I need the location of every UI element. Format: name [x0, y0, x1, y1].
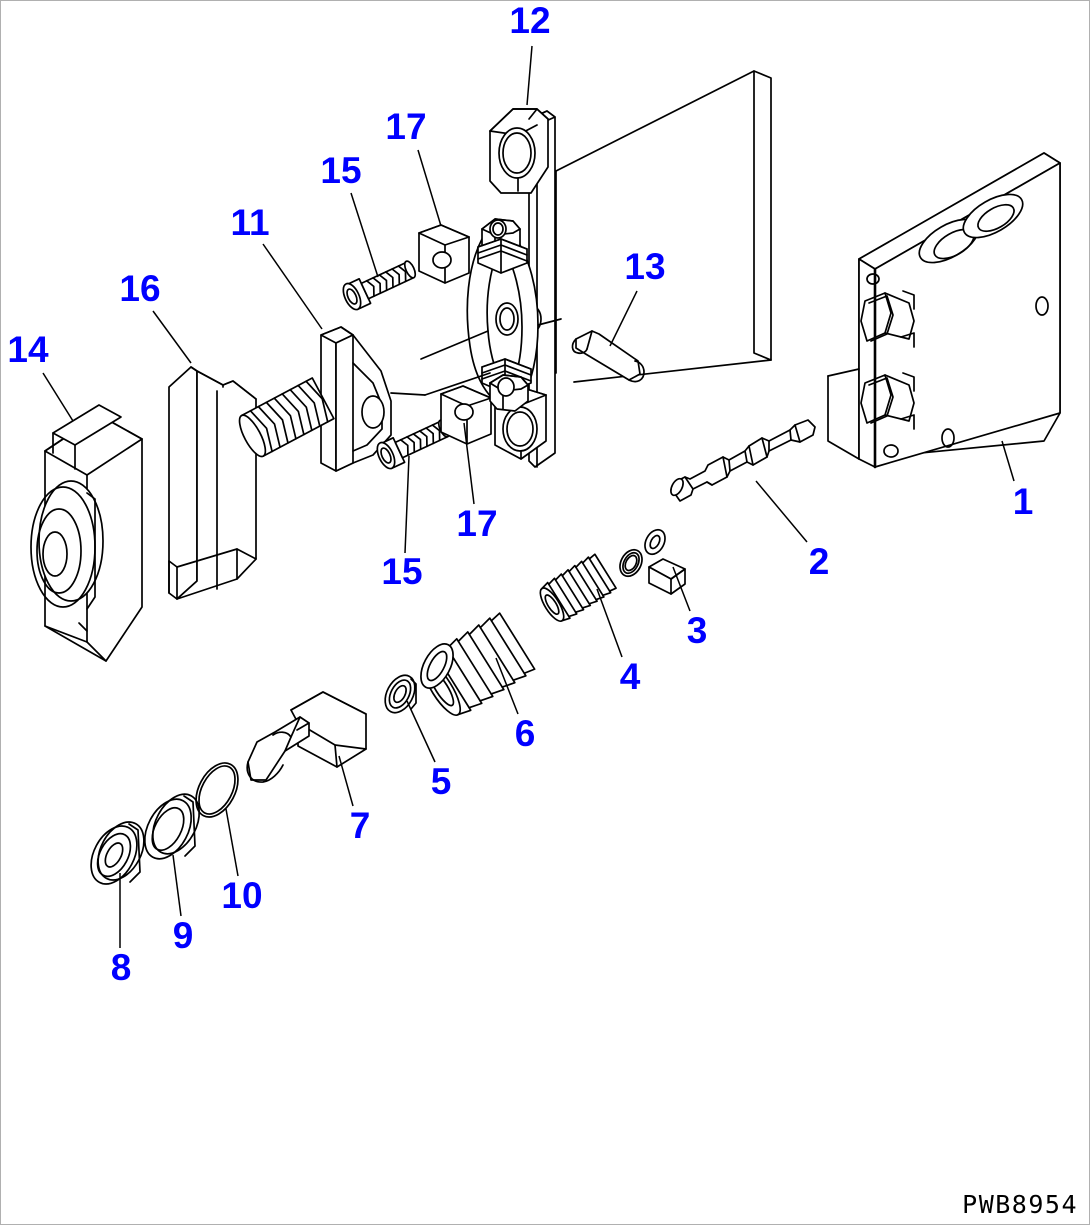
- callout-14: 14: [7, 329, 49, 370]
- part-spool-rod: [670, 419, 816, 502]
- part-clamp-yoke: [390, 218, 562, 412]
- callout-15-lower: 15: [381, 551, 422, 592]
- callout-16: 16: [119, 268, 160, 309]
- callout-11: 11: [230, 202, 269, 243]
- callout-7: 7: [350, 805, 371, 846]
- mount-panel-outline: [555, 70, 860, 460]
- callout-17-lower: 17: [456, 503, 497, 544]
- callout-4: 4: [620, 656, 641, 697]
- callout-5: 5: [431, 761, 452, 802]
- callout-numbers: 1 2 3 4 5 6 7 8 9 10 11 12 13 14 15 15 1…: [7, 1, 1033, 988]
- part-small-spring: [539, 553, 617, 622]
- part-washer-upper: [420, 643, 454, 689]
- part-valve-block: [858, 152, 1061, 469]
- callout-12: 12: [509, 1, 550, 41]
- callout-10: 10: [221, 875, 262, 916]
- callout-3: 3: [687, 610, 708, 651]
- part-plate-17-upper: [418, 224, 470, 284]
- part-screw-15-lower: [376, 419, 451, 470]
- part-pin-13: [571, 330, 645, 383]
- part-bracket-11: [238, 326, 392, 472]
- callout-8: 8: [111, 947, 132, 988]
- part-ring-9: [143, 793, 201, 860]
- drawing-part-number: PWB8954: [962, 1190, 1078, 1219]
- part-plate-17-lower: [440, 385, 492, 445]
- part-retainer-plate: [619, 528, 686, 595]
- callout-1: 1: [1013, 481, 1034, 522]
- callout-9: 9: [173, 915, 194, 956]
- part-washer-5: [384, 674, 417, 714]
- callout-leaders: [42, 45, 1015, 948]
- part-plunger: [246, 691, 367, 783]
- callout-15-upper: 15: [320, 150, 361, 191]
- part-nut-8: [90, 821, 145, 885]
- callout-2: 2: [809, 541, 830, 582]
- part-cover-16: [168, 366, 257, 600]
- callout-13: 13: [624, 246, 665, 287]
- part-screw-15-upper: [342, 260, 417, 311]
- part-lever-12: [489, 108, 556, 468]
- callout-17-upper: 17: [385, 106, 426, 147]
- part-o-ring: [195, 762, 239, 818]
- part-boot-14: [30, 404, 143, 662]
- callout-6: 6: [515, 713, 536, 754]
